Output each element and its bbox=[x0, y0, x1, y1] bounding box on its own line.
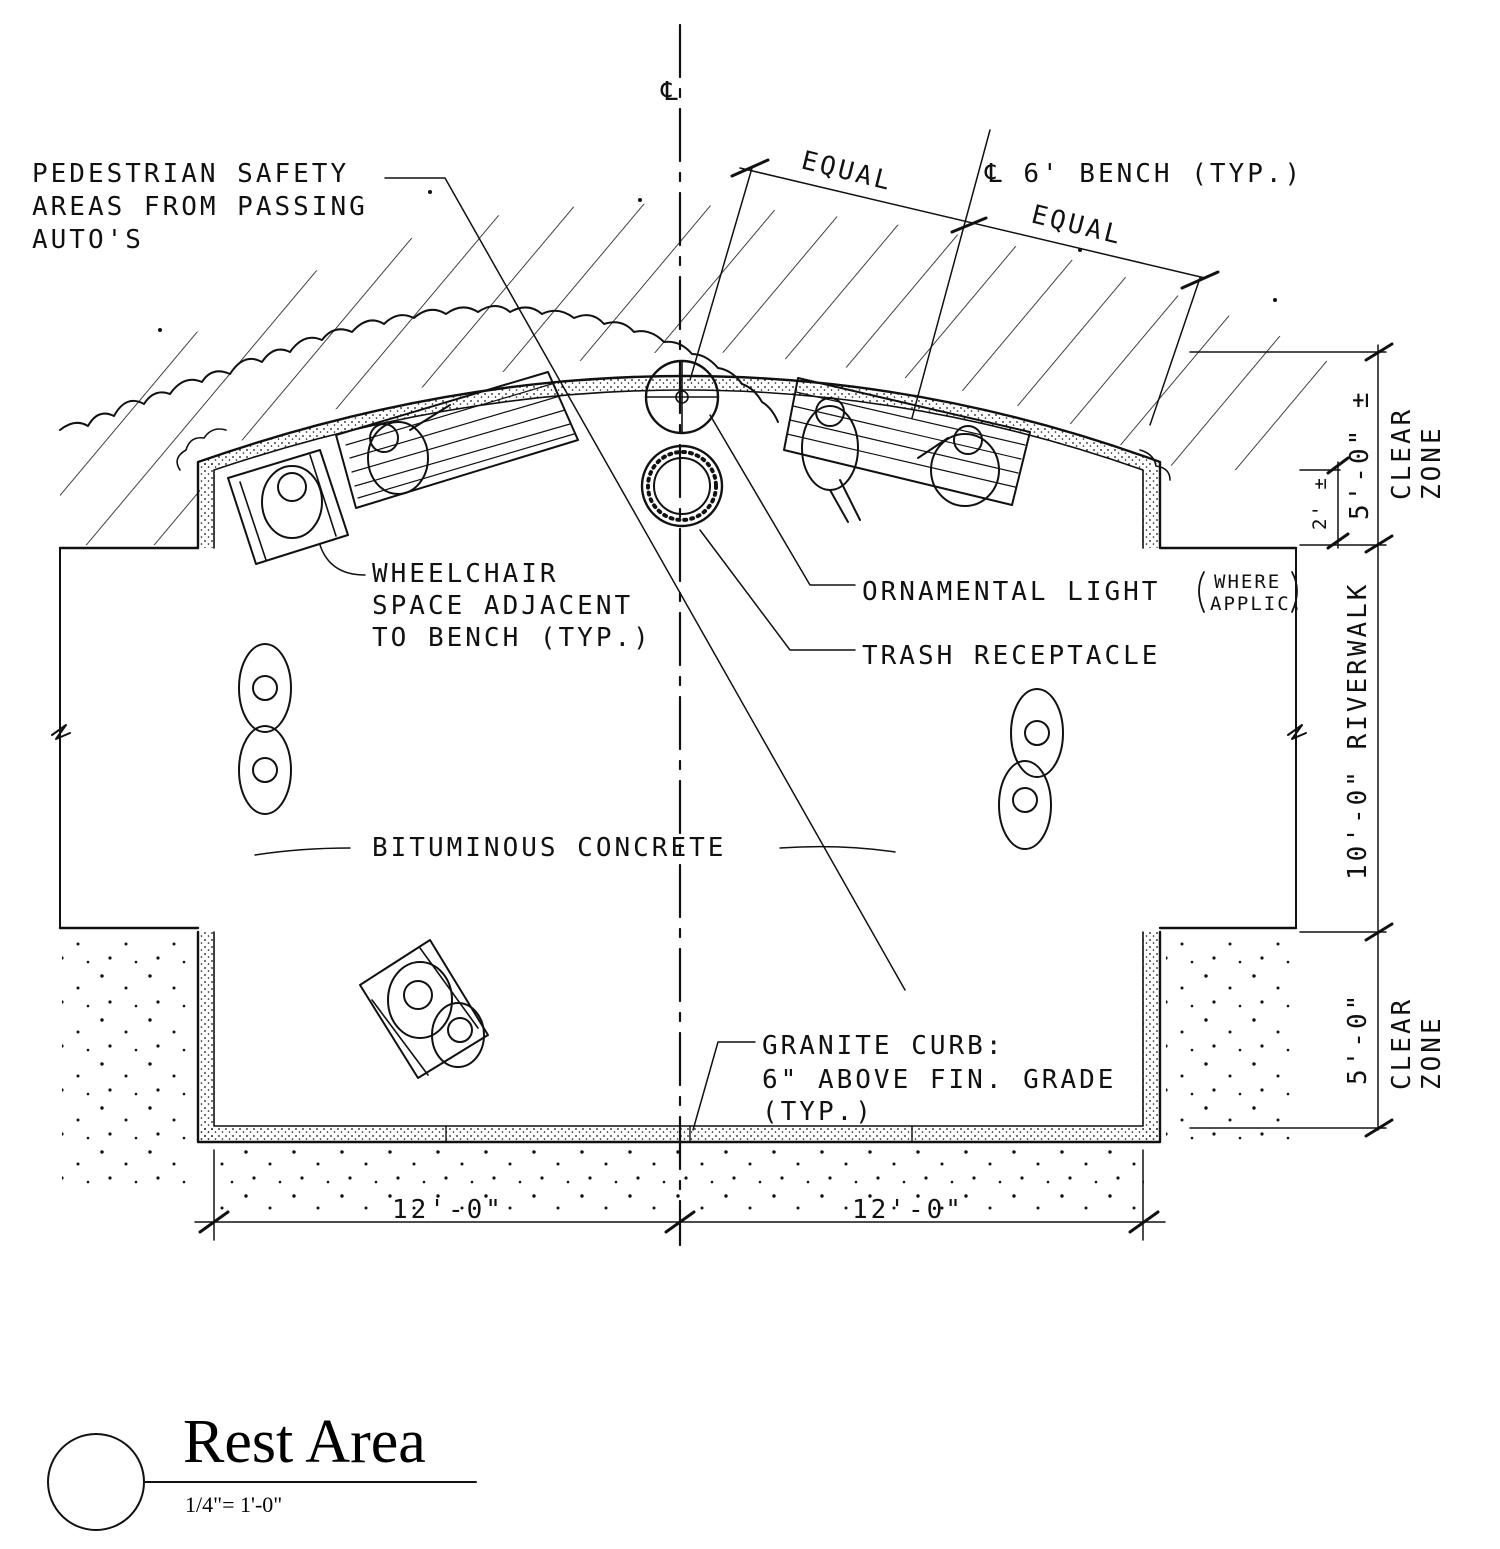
label-wheelchair-2: SPACE ADJACENT bbox=[372, 591, 633, 621]
label-clear-zone-top-1: CLEAR bbox=[1387, 407, 1417, 500]
label-dim-5-bottom: 5'-0" bbox=[1343, 992, 1373, 1085]
label-pedestrian-safety-1: PEDESTRIAN SAFETY bbox=[32, 159, 349, 189]
centerline: ℄ bbox=[660, 23, 682, 1247]
label-pedestrian-safety-2: AREAS FROM PASSING bbox=[32, 192, 368, 222]
label-riverwalk: 10'-0" RIVERWALK bbox=[1343, 582, 1373, 880]
pedestrians-right bbox=[998, 688, 1064, 850]
wheelchair-user-plaza bbox=[359, 939, 489, 1079]
label-wheelchair-3: TO BENCH (TYP.) bbox=[372, 623, 652, 653]
leader-lines bbox=[254, 129, 1206, 1131]
label-dim-2: 2' ± bbox=[1309, 476, 1331, 530]
label-granite-curb-3: (TYP.) bbox=[762, 1097, 874, 1127]
landscape-hatch-area bbox=[59, 190, 1360, 545]
label-equal-2: EQUAL bbox=[1028, 200, 1126, 252]
label-pedestrian-safety-3: AUTO'S bbox=[32, 225, 144, 255]
label-equal-1: EQUAL bbox=[798, 146, 896, 198]
label-wheelchair-1: WHEELCHAIR bbox=[372, 559, 559, 589]
pedestrians-left bbox=[238, 643, 292, 815]
dimension-ticks bbox=[194, 158, 1394, 1241]
label-granite-curb-1: GRANITE CURB: bbox=[762, 1031, 1005, 1061]
centerline-symbol: ℄ bbox=[660, 77, 681, 107]
label-trash-receptacle: TRASH RECEPTACLE bbox=[862, 641, 1160, 671]
label-bench: ℄ 6' BENCH (TYP.) bbox=[984, 159, 1303, 189]
label-ornamental-light: ORNAMENTAL LIGHT bbox=[862, 577, 1160, 607]
label-applic: APPLIC. bbox=[1210, 593, 1304, 615]
label-granite-curb-2: 6" ABOVE FIN. GRADE bbox=[762, 1065, 1116, 1095]
people-on-benches bbox=[367, 397, 1000, 523]
detail-circle bbox=[47, 1433, 145, 1531]
wheelchair-user-bench bbox=[227, 449, 349, 565]
label-bituminous-concrete: BITUMINOUS CONCRETE bbox=[372, 833, 726, 863]
title-block: Rest Area 1/4"= 1'-0" bbox=[47, 1408, 477, 1531]
bench-right bbox=[783, 377, 1031, 506]
bench-left bbox=[335, 371, 579, 509]
label-dim-12-left: 12'-0" bbox=[392, 1195, 504, 1225]
trash-receptacle bbox=[640, 444, 724, 528]
page-title: Rest Area bbox=[183, 1408, 426, 1476]
stippled-ground bbox=[62, 940, 1290, 1218]
label-dim-12-right: 12'-0" bbox=[852, 1195, 964, 1225]
ornamental-light bbox=[644, 359, 720, 435]
label-clear-zone-bottom-2: ZONE bbox=[1417, 1015, 1447, 1090]
label-dim-5-top: 5'-0" ± bbox=[1345, 389, 1375, 520]
label-clear-zone-bottom-1: CLEAR bbox=[1387, 997, 1417, 1090]
label-clear-zone-top-2: ZONE bbox=[1417, 425, 1447, 500]
scale-label: 1/4"= 1'-0" bbox=[185, 1492, 282, 1517]
label-where: WHERE bbox=[1214, 571, 1281, 593]
